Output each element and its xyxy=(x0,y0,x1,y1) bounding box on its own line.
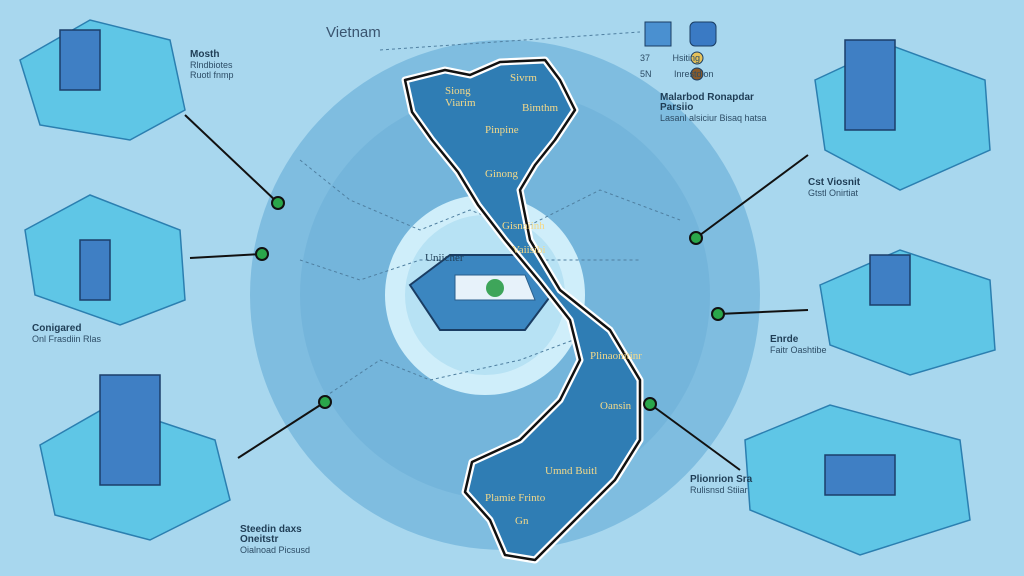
legend-node-icon xyxy=(690,51,704,65)
map-label: Uniicher xyxy=(425,252,464,264)
note-text: Lasanl alsiciur Bisaq hatsa xyxy=(660,113,767,123)
legend-code: 37 xyxy=(640,53,651,63)
hub-icon xyxy=(486,279,504,297)
vietnam-map-outline xyxy=(403,58,642,562)
station-building xyxy=(844,39,896,131)
pointer-lines xyxy=(184,114,809,471)
map-label: Plinaonitinr xyxy=(590,350,642,362)
legend-label: Inrestdion xyxy=(674,69,714,79)
legend-monitor-icon xyxy=(644,21,672,47)
station-heading: Plionrion Sra xyxy=(690,474,753,485)
connection-node xyxy=(689,231,703,245)
legend-node-icon-2 xyxy=(690,67,704,81)
station-platform-1 xyxy=(19,19,186,141)
dashed-connections xyxy=(299,31,681,401)
note-heading: Malarbod Ronapdar Parsiio xyxy=(660,92,754,113)
legend-item: 5N Inrestdion xyxy=(640,69,714,79)
station-heading: Enrde xyxy=(770,334,799,345)
connection-node xyxy=(318,395,332,409)
station-text: Rlndbiotes Ruotl fnmp xyxy=(190,60,234,80)
map-label: Ginong xyxy=(485,168,518,180)
station-buildings xyxy=(59,29,911,496)
map-label: Siong Viarim xyxy=(445,85,476,109)
station-platform-4 xyxy=(814,44,991,191)
connection-node xyxy=(711,307,725,321)
station-heading: Mosth xyxy=(190,49,220,60)
legend-code: 5N xyxy=(640,69,652,79)
connection-node xyxy=(271,196,285,210)
station-building xyxy=(59,29,101,91)
station-platform-5 xyxy=(819,249,996,376)
map-label: Vaiisibi xyxy=(512,244,546,256)
station-building xyxy=(79,239,111,301)
map-label: Pinpine xyxy=(485,124,519,136)
station-heading: Steedin daxs Oneitstr xyxy=(240,524,302,545)
connection-node xyxy=(255,247,269,261)
station-text: Rulisnsd Stiiar xyxy=(690,485,748,495)
legend-label: Hsiting xyxy=(672,53,701,63)
station-heading: Conigared xyxy=(32,323,82,334)
map-label: Oansin xyxy=(600,400,632,412)
map-label: Gn xyxy=(515,515,529,527)
map-label: Umnd Buitl xyxy=(545,465,598,477)
connection-node xyxy=(643,397,657,411)
legend-item: 37 Hsiting xyxy=(640,53,700,63)
map-label: Gisnaiinh xyxy=(502,220,545,232)
station-building xyxy=(869,254,911,306)
map-label: Bimthm xyxy=(522,102,559,114)
map-label: Sivrm xyxy=(510,72,537,84)
station-heading: Cst Viosnit xyxy=(808,177,861,188)
connection-nodes xyxy=(255,196,725,411)
map-label: Plamie Frinto xyxy=(485,492,546,504)
station-building xyxy=(824,454,896,496)
station-building xyxy=(99,374,161,486)
station-text: Onl Frasdiin Rlas xyxy=(32,334,102,344)
station-text: Gtstl Onirtiat xyxy=(808,188,859,198)
station-text: Oialnoad Picsusd xyxy=(240,545,311,555)
page-title: Vietnam xyxy=(326,24,381,41)
legend-device-icon xyxy=(689,21,717,47)
station-text: Faitr Oashtibe xyxy=(770,345,827,355)
